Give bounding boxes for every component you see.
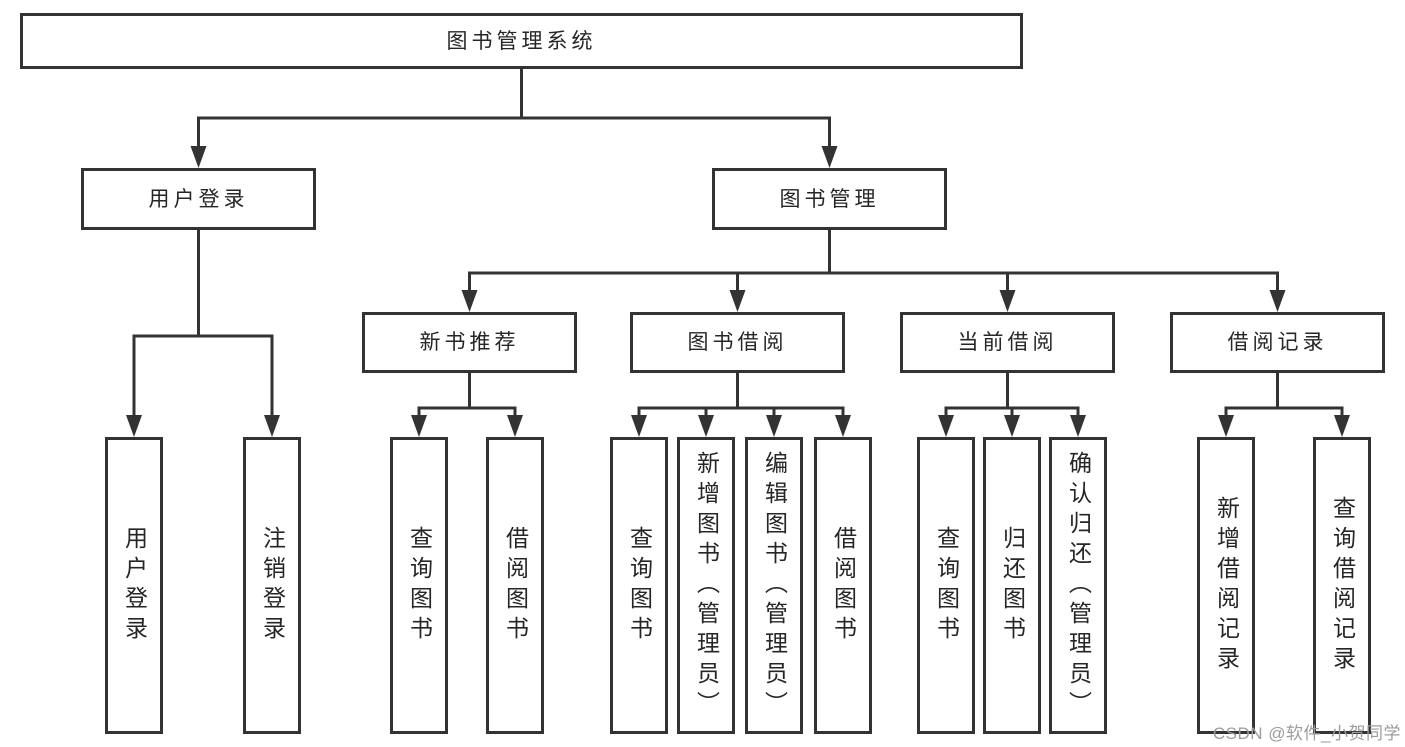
node-label: 查询借阅记录 [1329, 495, 1356, 676]
leaf-query-books-current: 查询图书 [917, 437, 975, 734]
leaf-add-books-admin: 新增图书（管理员） [677, 437, 735, 734]
node-label: 编辑图书（管理员） [761, 450, 788, 721]
leaf-confirm-return-admin: 确认归还（管理员） [1049, 437, 1107, 734]
node-label: 借阅记录 [1227, 331, 1328, 354]
node-label: 借阅图书 [502, 525, 529, 646]
node-library-management-system: 图书管理系统 [20, 13, 1023, 69]
leaf-user-login: 用户登录 [105, 437, 163, 734]
leaf-borrow-books-borrow: 借阅图书 [814, 437, 872, 734]
node-current-borrowing: 当前借阅 [900, 312, 1115, 373]
node-label: 借阅图书 [830, 525, 857, 646]
node-label: 注销登录 [259, 525, 286, 646]
node-label: 用户登录 [121, 525, 148, 646]
node-label: 确认归还（管理员） [1065, 450, 1092, 721]
node-label: 图书管理系统 [446, 29, 597, 53]
node-label: 当前借阅 [957, 331, 1058, 354]
node-label: 新增图书（管理员） [693, 450, 720, 721]
node-label: 查询图书 [406, 525, 433, 646]
watermark: CSDN @软件_小贺同学 [1212, 724, 1401, 743]
leaf-borrow-books-recommend: 借阅图书 [486, 437, 544, 734]
node-book-management: 图书管理 [712, 168, 947, 230]
node-label: 查询图书 [933, 525, 960, 646]
leaf-query-borrow-record: 查询借阅记录 [1313, 437, 1371, 734]
leaf-edit-books-admin: 编辑图书（管理员） [745, 437, 803, 734]
node-label: 查询图书 [626, 525, 653, 646]
leaf-query-books-recommend: 查询图书 [390, 437, 448, 734]
leaf-add-borrow-record: 新增借阅记录 [1197, 437, 1255, 734]
node-borrowing-records: 借阅记录 [1170, 312, 1385, 373]
leaf-logout: 注销登录 [243, 437, 301, 734]
leaf-query-books-borrow: 查询图书 [610, 437, 668, 734]
node-user-login: 用户登录 [81, 168, 316, 230]
node-book-borrowing: 图书借阅 [630, 312, 845, 373]
node-label: 图书借阅 [687, 331, 788, 354]
node-label: 新增借阅记录 [1213, 495, 1240, 676]
node-new-book-recommendation: 新书推荐 [362, 312, 577, 373]
node-label: 归还图书 [999, 525, 1026, 646]
leaf-return-books: 归还图书 [983, 437, 1041, 734]
node-label: 图书管理 [779, 187, 880, 211]
node-label: 用户登录 [148, 187, 249, 211]
node-label: 新书推荐 [419, 331, 520, 354]
